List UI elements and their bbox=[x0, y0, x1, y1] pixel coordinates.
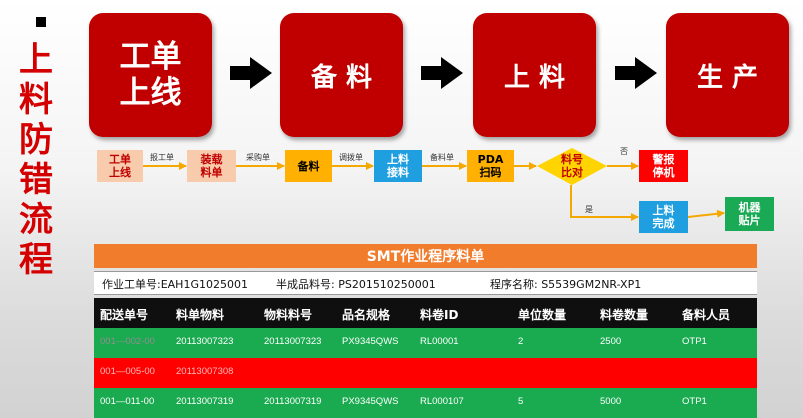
side-title-char: 错 bbox=[19, 160, 53, 200]
title-bullet bbox=[36, 17, 46, 27]
table-cell: 20113007323 bbox=[176, 336, 234, 347]
stage-work-order-online: 工单 上线 bbox=[89, 13, 212, 137]
table-row: 001—005-00 20113007308 bbox=[94, 358, 757, 388]
work-order-number: 作业工单号:EAH1G1025001 bbox=[102, 278, 248, 291]
table-cell: 5000 bbox=[600, 396, 622, 407]
side-title-char: 流 bbox=[19, 200, 53, 240]
flow-edge bbox=[570, 185, 639, 221]
column-header: 料卷ID bbox=[420, 308, 459, 322]
table-cell: 001—002-00 bbox=[100, 336, 155, 347]
table-row: 001—011-00 20113007319 20113007319 PX934… bbox=[94, 388, 757, 418]
flow-node-work-order-online: 工单 上线 bbox=[97, 150, 143, 182]
flow-node-part-number-compare: 料号 比对 bbox=[561, 153, 583, 179]
column-header: 配送单号 bbox=[100, 308, 149, 322]
table-cell: RL000107 bbox=[420, 396, 464, 407]
side-title-char: 上 bbox=[19, 40, 53, 80]
panel-title: SMT作业程序料单 bbox=[94, 244, 757, 268]
side-title: 上 料 防 错 流 程 bbox=[16, 40, 56, 280]
column-header: 单位数量 bbox=[518, 308, 567, 322]
column-header: 品名规格 bbox=[342, 308, 391, 322]
table-cell: 20113007319 bbox=[264, 396, 322, 407]
table-cell: RL00001 bbox=[420, 336, 459, 347]
flow-node-pda-scan: PDA 扫码 bbox=[467, 150, 514, 182]
material-table: 配送单号 料单物料 物料料号 品名规格 料卷ID 单位数量 料卷数量 备料人员 … bbox=[94, 298, 757, 418]
table-cell: PX9345QWS bbox=[342, 336, 399, 347]
flow-edge bbox=[687, 209, 725, 218]
flow-node-loading-complete: 上料 完成 bbox=[639, 201, 688, 233]
table-cell: 001—011-00 bbox=[100, 396, 155, 407]
column-header: 备料人员 bbox=[682, 308, 731, 322]
side-title-char: 料 bbox=[19, 80, 53, 120]
column-header: 料单物料 bbox=[176, 308, 225, 322]
stage-material-prep: 备 料 bbox=[280, 13, 403, 137]
info-bar: 作业工单号:EAH1G1025001 半成品料号: PS201510250001… bbox=[94, 271, 757, 295]
program-name: 程序名称: S5539GM2NR-XP1 bbox=[490, 278, 642, 291]
stage-label: 上 料 bbox=[503, 62, 566, 93]
table-cell: 001—005-00 bbox=[100, 366, 155, 377]
stage-loading: 上 料 bbox=[473, 13, 596, 137]
side-title-char: 程 bbox=[19, 240, 53, 280]
flow-node-material-prep: 备料 bbox=[285, 150, 332, 182]
flow-node-machine-placement: 机器 贴片 bbox=[725, 197, 774, 231]
side-title-char: 防 bbox=[19, 120, 53, 160]
flow-node-alarm-stop: 警报 停机 bbox=[639, 150, 688, 182]
stage-label: 生 产 bbox=[696, 62, 759, 93]
decision-diamond bbox=[537, 148, 607, 185]
stage-production: 生 产 bbox=[666, 13, 789, 137]
semi-finished-part-number: 半成品料号: PS201510250001 bbox=[276, 278, 436, 291]
edge-label-no: 否 bbox=[620, 147, 628, 156]
table-cell: 20113007323 bbox=[264, 336, 322, 347]
flow-node-load-material-list: 装载 料单 bbox=[187, 150, 236, 182]
table-row: 001—002-00 20113007323 20113007323 PX934… bbox=[94, 328, 757, 358]
table-cell: 2 bbox=[518, 336, 524, 347]
column-header: 物料料号 bbox=[264, 308, 313, 322]
table-cell: 20113007308 bbox=[176, 366, 234, 377]
edge-label-yes: 是 bbox=[585, 205, 593, 214]
table-cell: 2500 bbox=[600, 336, 622, 347]
edge-label: 调拨单 bbox=[339, 153, 363, 162]
smt-material-list-panel: SMT作业程序料单 作业工单号:EAH1G1025001 半成品料号: PS20… bbox=[94, 244, 757, 418]
table-cell: OTP1 bbox=[682, 396, 707, 407]
edge-label: 采购单 bbox=[246, 153, 270, 162]
stage-label: 工单 上线 bbox=[119, 39, 182, 111]
table-cell: PX9345QWS bbox=[342, 396, 399, 407]
table-cell: OTP1 bbox=[682, 336, 707, 347]
table-cell: 20113007319 bbox=[176, 396, 234, 407]
stage-label: 备 料 bbox=[310, 62, 373, 93]
column-header: 料卷数量 bbox=[600, 308, 649, 322]
edge-label: 报工单 bbox=[150, 153, 174, 162]
flow-node-loading-splicing: 上料 接料 bbox=[374, 150, 422, 182]
table-cell: 5 bbox=[518, 396, 524, 407]
edge-label: 备料单 bbox=[430, 153, 454, 162]
